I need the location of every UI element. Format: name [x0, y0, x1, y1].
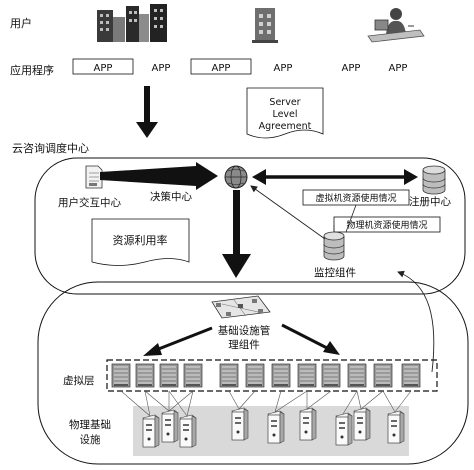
app-label-1: APP: [94, 63, 113, 74]
server-rack-icon: [401, 363, 421, 388]
server-rack-icon: [297, 363, 317, 388]
vm-usage-connector: [345, 204, 357, 233]
decision-to-infra-arrow: [222, 190, 251, 278]
vm-pm-link: [356, 390, 362, 410]
apps-to-center-arrow: [136, 86, 158, 138]
server-rack-icon: [347, 363, 367, 388]
document-icon: [85, 165, 103, 189]
vm-pm-link: [274, 390, 282, 413]
vm-pm-link: [274, 390, 308, 413]
app-label-5: APP: [342, 63, 361, 74]
tower-server-icon: [231, 407, 249, 441]
sla-document: Server Level Agreement: [246, 87, 324, 139]
mgmt-to-vm-left-arrow: [143, 326, 213, 356]
vm-pm-link: [168, 390, 194, 412]
scheduling-center-container: [34, 157, 466, 295]
virtual-layer-label: 虚拟层: [63, 374, 95, 387]
building-icon: [252, 8, 278, 43]
infra-mgmt-line-1: 基础设施管: [218, 324, 271, 337]
resource-utilization-label: 资源利用率: [113, 233, 168, 247]
server-rack-icon: [245, 363, 265, 388]
tower-server-icon: [299, 407, 317, 441]
infrastructure-container: [37, 281, 469, 465]
server-rack-icon: [321, 363, 341, 388]
vm-pm-link: [342, 390, 358, 415]
vm-pm-link: [144, 390, 170, 412]
infra-mgmt-line-2: 理组件: [228, 338, 260, 351]
tower-server-icon: [161, 409, 179, 443]
user-interaction-label: 用户交互中心: [58, 196, 121, 209]
resource-utilization-document: 资源利用率: [91, 218, 190, 266]
server-rack-icon: [111, 363, 131, 388]
mgmt-to-vm-right-arrow: [281, 323, 340, 355]
monitor-database-icon: [323, 231, 345, 261]
sla-line-3: Agreement: [259, 121, 312, 132]
globe-icon: [224, 165, 248, 189]
app-box-3: [190, 58, 252, 75]
app-label-2: APP: [152, 63, 171, 74]
infra-feedback-arrow: [397, 270, 435, 373]
vm-pm-link: [360, 390, 384, 410]
physical-line-1: 物理基础: [69, 418, 111, 431]
server-rack-icon: [373, 363, 393, 388]
interaction-to-decision-arrow: [100, 162, 218, 190]
server-rack-icon: [183, 363, 203, 388]
app-label-6: APP: [389, 63, 408, 74]
vm-pm-link: [120, 390, 151, 417]
server-rack-icon: [271, 363, 291, 388]
physical-server-row: [142, 407, 405, 448]
app-label-3: APP: [212, 63, 231, 74]
cloud-center-title: 云咨询调度中心: [12, 141, 89, 155]
vm-pm-link: [394, 390, 412, 413]
sla-line-1: Server: [269, 97, 300, 108]
registry-label: 注册中心: [409, 195, 451, 208]
tower-server-icon: [335, 412, 353, 446]
server-rack-icon: [159, 363, 179, 388]
decision-label: 决策中心: [150, 190, 192, 203]
monitor-to-decision-arrow: [250, 185, 326, 240]
vm-pm-link: [144, 390, 151, 417]
pm-usage-box: [333, 216, 441, 233]
virtual-layer-frame: [106, 359, 438, 392]
server-rack-icon: [135, 363, 155, 388]
tower-server-icon: [387, 410, 405, 444]
sla-line-2: Level: [272, 109, 297, 120]
tower-server-icon: [142, 414, 160, 448]
vm-usage-label: 虚拟机资源使用情况: [315, 192, 396, 204]
users-label: 用户: [10, 16, 32, 30]
network-hub-icon: [211, 295, 271, 319]
desktop-user-icon: [367, 8, 425, 43]
vm-pm-link: [306, 390, 332, 410]
tower-server-icon: [353, 407, 371, 441]
server-rack-icon: [219, 363, 239, 388]
virtual-machine-row: [111, 363, 421, 388]
registry-database-icon: [422, 165, 446, 195]
office-buildings-icon: [97, 4, 167, 42]
app-label-4: APP: [274, 63, 293, 74]
vm-physical-links: [120, 390, 412, 417]
tower-server-icon: [267, 410, 285, 444]
monitor-label: 监控组件: [314, 266, 356, 279]
apps-label: 应用程序: [10, 63, 54, 77]
vm-pm-link: [238, 390, 256, 410]
decision-registry-arrow: [252, 169, 418, 185]
vm-pm-link: [186, 390, 194, 417]
app-box-1: [72, 58, 134, 75]
vm-pm-link: [382, 390, 396, 413]
pm-usage-label: 物理机资源使用情况: [346, 219, 427, 231]
tower-server-icon: [179, 414, 197, 448]
physical-line-2: 设施: [80, 433, 101, 446]
vm-pm-link: [228, 390, 240, 410]
